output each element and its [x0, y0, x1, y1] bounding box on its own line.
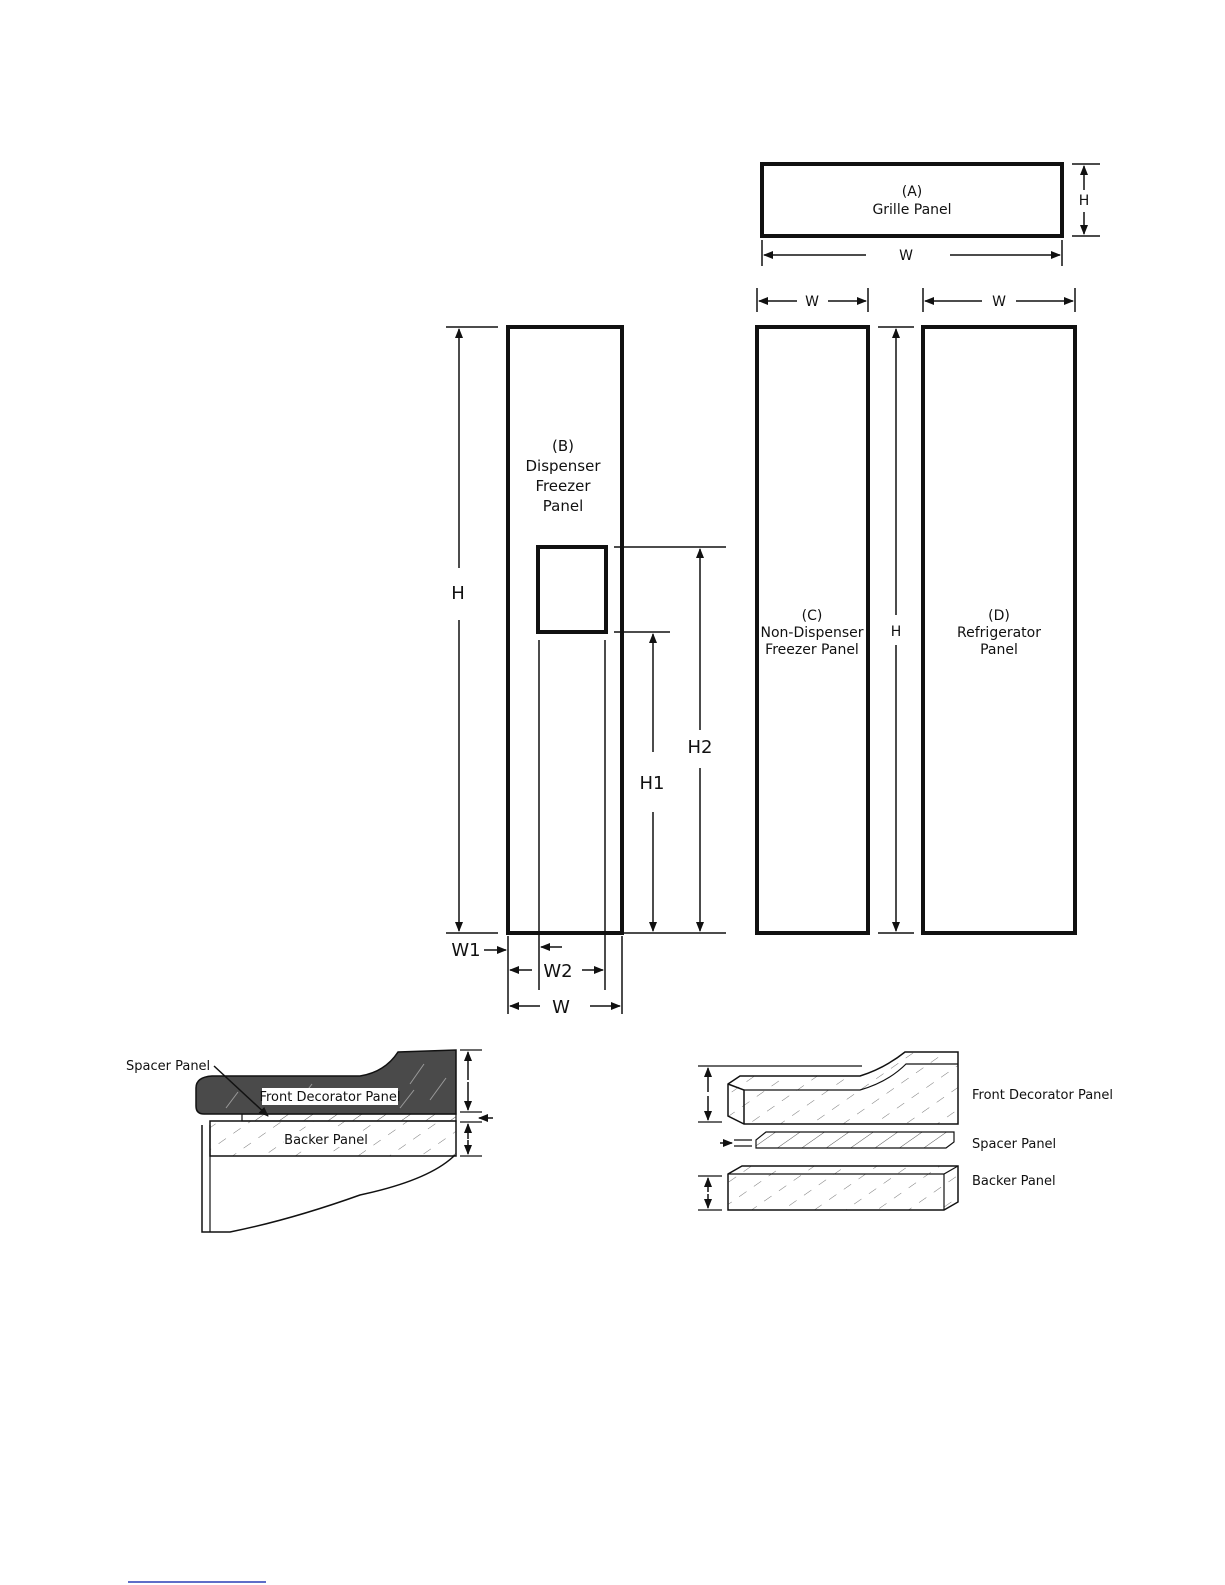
non-dispenser-width-dimension: W [757, 288, 868, 312]
refrigerator-width-label: W [992, 294, 1006, 310]
cd-height-label: H [891, 624, 902, 640]
h2-label: H2 [688, 737, 713, 758]
refrigerator-panel: (D) Refrigerator Panel [923, 327, 1075, 933]
dispenser-cutout [538, 547, 606, 632]
refrigerator-width-dimension: W [923, 288, 1075, 312]
non-dispenser-freezer-panel: (C) Non-Dispenser Freezer Panel [757, 327, 868, 933]
exploded-backer-label: Backer Panel [972, 1174, 1056, 1189]
h1-label: H1 [640, 773, 665, 794]
non-dispenser-panel-id: (C) [802, 608, 823, 624]
grille-width-label: W [899, 248, 913, 264]
grille-height-dimension: H [1072, 164, 1100, 236]
non-dispenser-width-label: W [805, 294, 819, 310]
grille-width-dimension: W [762, 240, 1062, 266]
exploded-backer-panel [728, 1166, 958, 1210]
grille-panel: (A) Grille Panel [762, 164, 1062, 236]
non-dispenser-panel-label-1: Non-Dispenser [761, 625, 864, 641]
dispenser-panel-label-3: Panel [543, 497, 583, 515]
w2-label: W2 [543, 961, 572, 982]
w1-label: W1 [451, 940, 480, 961]
refrigerator-panel-label-1: Refrigerator [957, 625, 1041, 641]
dispenser-height-dimension: H [446, 327, 498, 933]
assembled-spacer-panel [242, 1114, 456, 1121]
dispenser-freezer-panel: (B) Dispenser Freezer Panel [508, 327, 622, 990]
grille-panel-id: (A) [902, 184, 923, 200]
assembled-cross-section: Front Decorator Panel Backer Panel Space… [126, 1050, 493, 1232]
assembled-spacer-label: Spacer Panel [126, 1059, 210, 1074]
dispenser-panel-id: (B) [552, 437, 574, 455]
assembled-backer-label: Backer Panel [284, 1133, 368, 1148]
dispenser-width-label: W [552, 997, 570, 1018]
grille-panel-label: Grille Panel [872, 202, 951, 218]
cd-height-dimension: H [878, 327, 914, 933]
dispenser-panel-label-2: Freezer [535, 477, 591, 495]
grille-height-label: H [1079, 193, 1090, 209]
dispenser-height-label: H [451, 583, 465, 604]
refrigerator-panel-label-2: Panel [980, 642, 1018, 658]
exploded-front-label: Front Decorator Panel [972, 1088, 1113, 1103]
assembled-front-label: Front Decorator Panel [259, 1090, 400, 1105]
exploded-spacer-label: Spacer Panel [972, 1137, 1056, 1152]
non-dispenser-panel-label-2: Freezer Panel [765, 642, 859, 658]
h2-dimension: H2 [614, 547, 726, 933]
w2-dimension: W2 [510, 961, 603, 982]
exploded-cross-section: Front Decorator Panel Spacer Panel Backe… [698, 1052, 1113, 1210]
exploded-spacer-panel [756, 1132, 954, 1148]
dispenser-panel-label-1: Dispenser [526, 457, 602, 475]
refrigerator-panel-id: (D) [988, 608, 1010, 624]
exploded-front-decorator-panel [728, 1052, 958, 1124]
